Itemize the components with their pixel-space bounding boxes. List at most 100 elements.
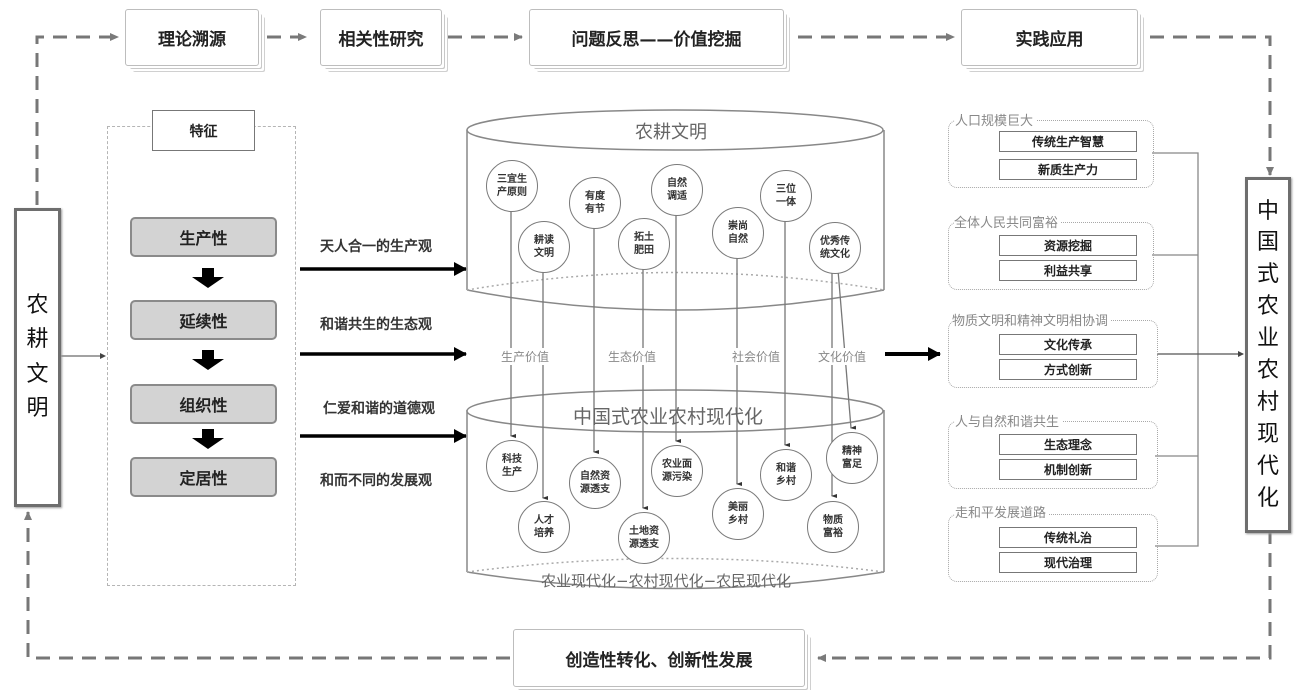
circle-respect-nature: 崇尚 自然	[712, 207, 764, 259]
circle-three-principles: 三宜生 产原则	[486, 160, 538, 212]
circle-line: 自然	[667, 177, 687, 189]
circle-nonpoint-pollution: 农业面 源污染	[651, 445, 703, 497]
bottom-cylinder-footer: 农业现代化−农村现代化−农民现代化	[541, 572, 792, 590]
down-arrow-icon	[192, 350, 224, 370]
circle-line: 乡村	[776, 476, 796, 487]
circle-natural-resource-overdraft: 自然资 源透支	[569, 457, 621, 509]
top-cylinder-base	[466, 289, 885, 311]
goals-bracket	[1152, 152, 1244, 547]
circle-trinity: 三位 一体	[760, 170, 812, 222]
pillar-char: 业	[1256, 326, 1279, 352]
feature-settlement: 定居性	[130, 457, 277, 497]
goal-item: 生态理念	[999, 434, 1137, 455]
flow-step-correlation-study: 相关性研究	[320, 9, 442, 66]
bottom-cylinder-body	[466, 410, 885, 572]
flow-line-right-down	[1150, 35, 1274, 176]
pillar-char: 文	[26, 361, 49, 387]
goal-item: 资源挖掘	[999, 235, 1137, 256]
view-label-ecology: 和谐共生的生态观	[320, 317, 432, 333]
circle-line: 三宜生	[497, 173, 527, 185]
goal-group-title: 全体人民共同富裕	[954, 212, 1062, 231]
goal-item: 现代治理	[999, 552, 1137, 573]
view-arrows	[300, 262, 467, 443]
circle-line: 调适	[667, 191, 687, 202]
circle-talent-training: 人才 培养	[518, 501, 570, 553]
left-pillar-text: 农耕文明	[26, 289, 48, 425]
circle-line: 有节	[585, 204, 605, 215]
flow-line-left-return	[24, 511, 510, 660]
feature-continuity: 延续性	[130, 300, 277, 340]
pillar-char: 化	[1256, 485, 1279, 511]
top-cylinder-title: 农耕文明	[635, 122, 707, 143]
flow-line-left-up	[35, 33, 119, 205]
top-cylinder	[466, 109, 885, 311]
view-label-production: 天人合一的生产观	[320, 239, 432, 255]
view-label-development: 和而不同的发展观	[320, 473, 432, 489]
bottom-cylinder-lid	[466, 389, 884, 433]
flow-line-right-return	[817, 530, 1272, 662]
feature-organization: 组织性	[130, 384, 277, 424]
circle-line: 自然资	[580, 470, 610, 482]
goal-group-title: 物质文明和精神文明相协调	[952, 310, 1112, 329]
circle-line: 拓土	[634, 231, 654, 243]
pillar-char: 农	[1256, 358, 1279, 383]
pillar-char: 农	[26, 293, 49, 319]
feature-productivity: 生产性	[130, 217, 277, 257]
top-dashed-flow	[35, 33, 1274, 205]
value-label-ecology: 生态价值	[606, 348, 659, 365]
goal-item: 方式创新	[999, 359, 1137, 380]
flow-step-theory-origin: 理论溯源	[125, 9, 259, 66]
bottom-cylinder-base	[466, 571, 885, 590]
circle-line: 自然	[728, 234, 748, 245]
circle-line: 优秀传	[820, 235, 850, 247]
pillar-char: 农	[1256, 294, 1279, 320]
flow-step-practice: 实践应用	[961, 9, 1138, 66]
circle-line: 和谐	[776, 462, 796, 474]
pillar-char: 中	[1256, 198, 1279, 224]
pillar-char: 代	[1256, 453, 1279, 479]
pillar-char: 明	[26, 395, 49, 421]
goal-group-title: 走和平发展道路	[955, 502, 1050, 521]
pillar-char: 国	[1256, 230, 1279, 256]
circle-line: 源透支	[580, 484, 610, 495]
top-cylinder-base-back	[466, 271, 885, 291]
circle-line: 培养	[534, 528, 554, 539]
circle-line: 统文化	[820, 249, 850, 260]
bottom-dashed-flow	[24, 511, 1272, 662]
circle-land-resource-overdraft: 土地资 源透支	[618, 512, 670, 564]
pillar-char: 耕	[26, 327, 49, 353]
circle-line: 生产	[502, 467, 522, 478]
goal-item: 利益共享	[999, 260, 1137, 281]
circle-line: 有度	[585, 190, 605, 202]
circle-line: 富裕	[823, 528, 843, 539]
circle-farming-reading: 耕读 文明	[518, 221, 570, 273]
goal-item: 传统礼治	[999, 527, 1137, 548]
circle-tech-production: 科技 生产	[486, 440, 538, 492]
feature-down-arrows	[192, 268, 224, 449]
flow-step-innovation: 创造性转化、创新性发展	[513, 629, 805, 687]
goal-item: 新质生产力	[999, 159, 1137, 180]
circle-line: 农业面	[662, 458, 692, 470]
circle-line: 精神	[842, 445, 862, 457]
circle-line: 富足	[842, 459, 862, 470]
circle-line: 科技	[502, 453, 522, 465]
circle-line: 美丽	[728, 501, 748, 513]
goal-item: 文化传承	[999, 334, 1137, 355]
circle-natural-adaptation: 自然 调适	[651, 164, 703, 216]
circle-line: 产原则	[497, 187, 527, 198]
goal-group-population	[948, 120, 1154, 188]
top-cylinder-lid	[466, 109, 884, 151]
value-label-production: 生产价值	[499, 348, 552, 365]
circle-harmonious-village: 和谐 乡村	[760, 449, 812, 501]
right-pillar-text: 中国式农业农村现代化	[1257, 196, 1279, 515]
circle-line: 人才	[534, 514, 554, 526]
down-arrow-icon	[192, 429, 224, 449]
circle-line: 源透支	[629, 539, 659, 550]
circle-traditional-culture: 优秀传 统文化	[809, 222, 861, 274]
value-label-cultural: 文化价值	[816, 348, 869, 365]
circle-beautiful-village: 美丽 乡村	[712, 488, 764, 540]
goal-item: 传统生产智慧	[999, 131, 1137, 152]
pillar-char: 式	[1256, 262, 1279, 288]
features-title: 特征	[152, 110, 255, 151]
